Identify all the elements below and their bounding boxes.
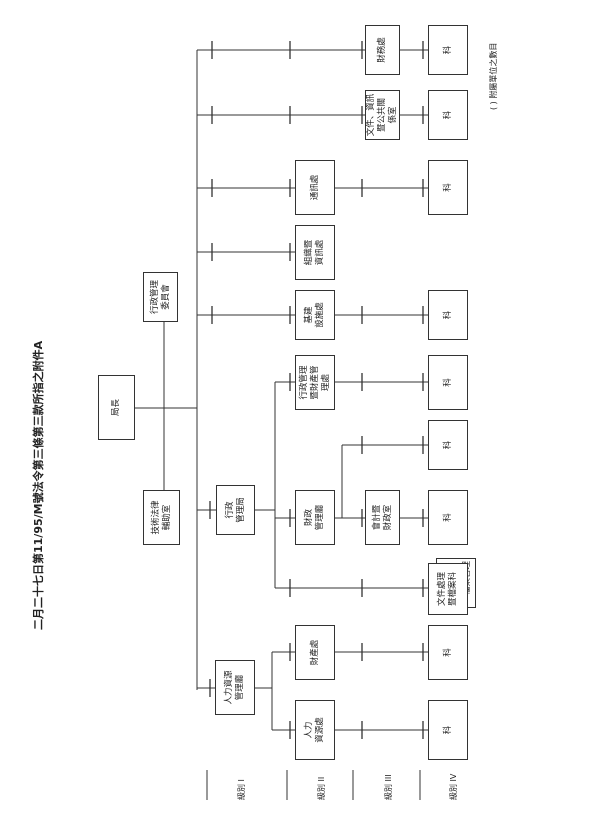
section-box: 科 (428, 160, 468, 215)
section-box: 科 (428, 290, 468, 340)
admin-property-division-box: 行政管理 暨財產管 理處 (295, 355, 335, 410)
finance-dept-box: 財政 管理廳 (295, 490, 335, 545)
docs-pr-office-box: 文件、資訊 暨公共關 係室 (365, 90, 400, 140)
section-box: 科 (428, 490, 468, 545)
section-box: 科 (428, 355, 468, 410)
accounting-office-box: 會計暨 財政室 (365, 490, 400, 545)
infrastructure-division-box: 基建 設施處 (295, 290, 335, 340)
section-box: 科 (428, 700, 468, 760)
section-box: 科 (428, 420, 468, 470)
level-label-2: 級別 II (317, 776, 326, 800)
document-title: 二月二十七日第11/95/M號法令第三條第三款所指之附件A (32, 340, 45, 630)
admin-bureau-box: 行政 管理局 (216, 485, 255, 535)
org-info-division-box: 組織暨 資訊處 (295, 225, 335, 280)
director-box: 局長 (98, 375, 135, 440)
legend-note: ( ) 附屬單位之數目 (489, 42, 498, 110)
legal-office-box: 技術法律 輔助室 (143, 490, 180, 545)
section-box: 科 (428, 625, 468, 680)
treasury-division-box: 財務處 (365, 25, 400, 75)
comm-division-box: 通訊處 (295, 160, 335, 215)
hr-dept-box: 人力資源 管理廳 (215, 660, 255, 715)
level-label-1: 級別 I (237, 779, 246, 800)
level-label-4: 級別 IV (449, 773, 458, 800)
level-label-3: 級別 III (384, 774, 393, 800)
property-division-box: 財產處 (295, 625, 335, 680)
committee-box: 行政管理 委員會 (143, 272, 178, 322)
hr-division-box: 人力 資源處 (295, 700, 335, 760)
section-box: 科 (428, 25, 468, 75)
records-section-box: 文件處理 暨檔案科 (428, 563, 468, 615)
section-box: 科 (428, 90, 468, 140)
